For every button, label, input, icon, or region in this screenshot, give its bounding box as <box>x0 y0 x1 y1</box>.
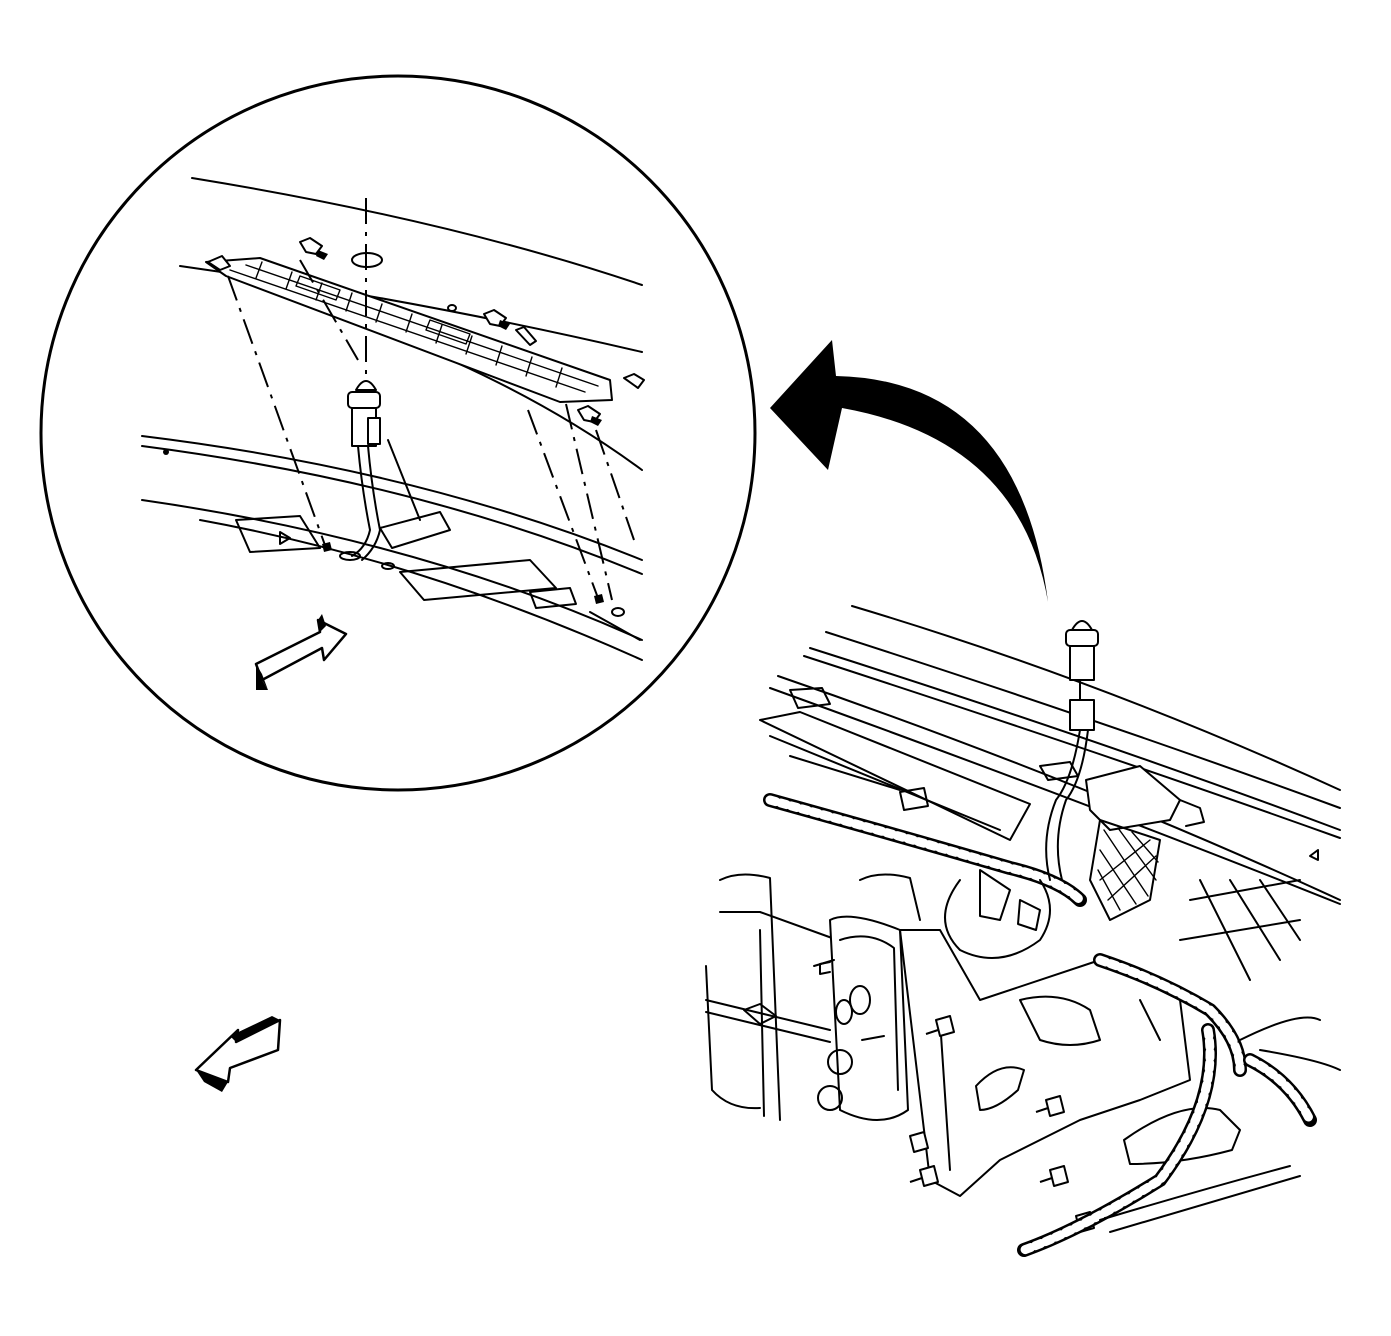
sensor-wire <box>351 445 371 557</box>
cowl-edge <box>851 605 1341 791</box>
alignment-lines <box>227 259 635 601</box>
clip-icon <box>623 373 645 389</box>
heater-case <box>899 929 1191 1197</box>
hvac-case <box>719 873 781 1121</box>
detail-view <box>39 74 757 792</box>
clip-icon <box>299 237 323 255</box>
defroster-duct <box>759 711 1031 841</box>
case-slot <box>975 1066 1025 1111</box>
control-module <box>1085 765 1181 831</box>
panel-top-edge <box>141 435 643 561</box>
instrument-panel-assembly <box>705 605 1341 1257</box>
mounting-studs <box>819 961 1095 1233</box>
detail-contents <box>141 177 645 690</box>
ambient-light-sensor-installed <box>1045 620 1099 881</box>
curved-transfer-arrow-icon <box>770 340 1048 602</box>
windshield-edge <box>191 177 643 286</box>
ambient-light-sensor <box>347 380 381 561</box>
view-direction-arrow-icon <box>254 614 348 690</box>
clip-icon <box>515 326 537 346</box>
sensor-wire <box>1045 729 1081 881</box>
defroster-grille <box>205 255 613 403</box>
panel-front-edge <box>141 499 643 641</box>
detail-circle-icon <box>39 74 757 792</box>
vehicle-front-arrow-icon <box>194 1016 282 1092</box>
connector-block <box>1089 819 1161 921</box>
inner-harness-loop <box>944 879 1051 959</box>
panel-openings <box>235 511 641 641</box>
retaining-clips <box>299 237 645 426</box>
case-opening <box>1019 995 1101 1046</box>
